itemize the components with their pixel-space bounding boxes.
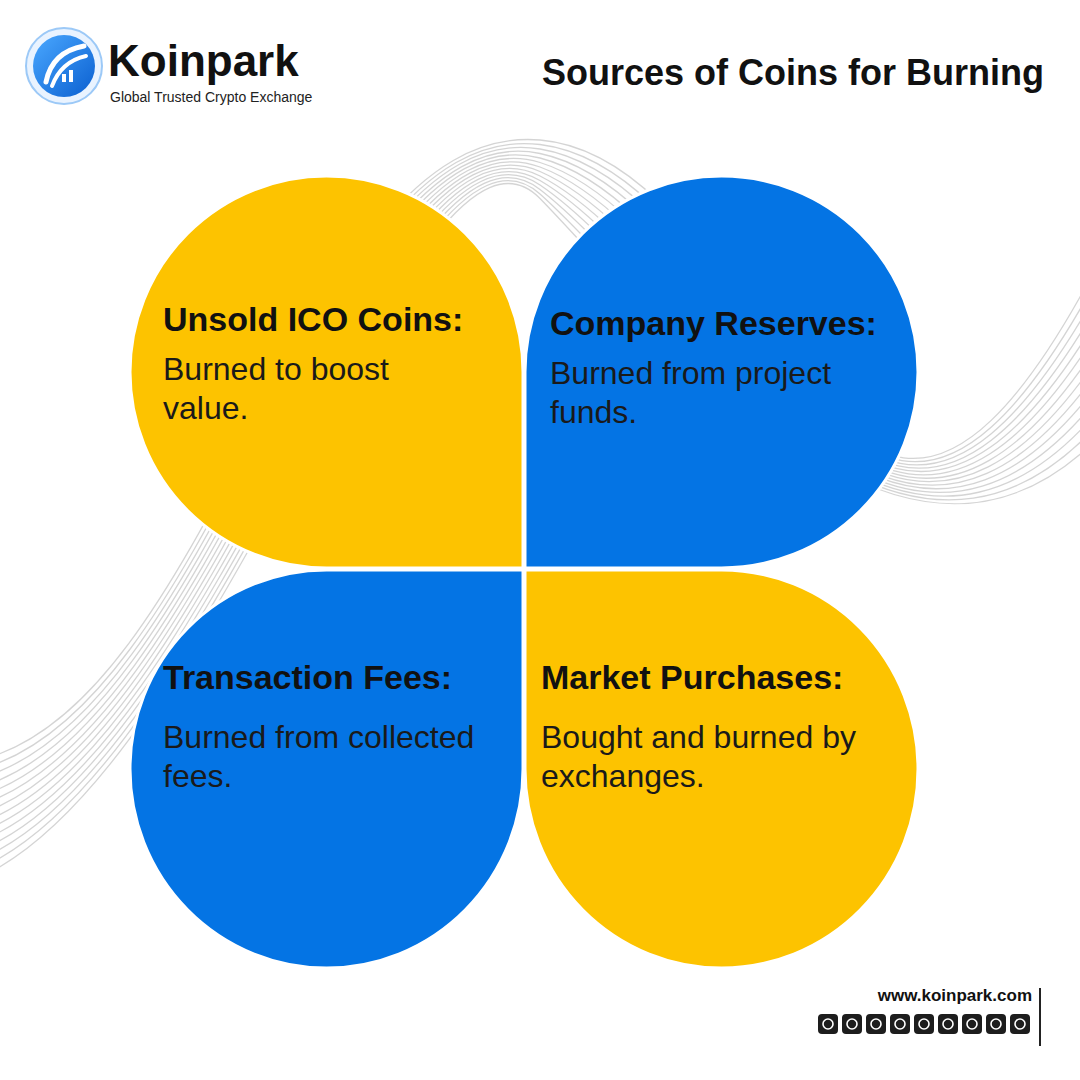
social-icon [866,1014,886,1034]
social-icon [842,1014,862,1034]
social-icon [962,1014,982,1034]
social-glyph [895,1019,905,1029]
social-glyph [1015,1019,1025,1029]
social-icon [890,1014,910,1034]
logo-icon [26,28,102,104]
petal-heading: Market Purchases: [541,658,843,697]
title: Sources of Coins for Burning [542,52,1044,94]
social-icon [938,1014,958,1034]
social-glyph [823,1019,833,1029]
petal-body: Bought and burned by exchanges. [541,718,903,796]
social-icon [986,1014,1006,1034]
social-icon [1010,1014,1030,1034]
social-glyph [871,1019,881,1029]
social-glyph [991,1019,1001,1029]
social-glyph [919,1019,929,1029]
petal-fill [130,570,523,968]
petal-body: Burned from collected fees. [163,718,513,796]
petal-heading: Unsold ICO Coins: [163,300,463,339]
petal-body: Burned from project funds. [550,354,872,432]
petal-shape: Unsold ICO Coins: Burned to boost value. [130,176,523,568]
website-url: www.koinpark.com [878,986,1032,1006]
social-glyph [943,1019,953,1029]
social-icon [818,1014,838,1034]
brand-name: Koinpark [108,36,299,86]
petal-heading: Company Reserves: [550,304,877,343]
petal-fill [525,176,918,568]
brand-tagline: Global Trusted Crypto Exchange [110,89,312,105]
divider-line [1039,988,1041,1046]
petal-shape: Transaction Fees: Burned from collected f… [130,570,523,968]
petal-shape: Company Reserves: Burned from project fun… [525,176,918,568]
petal-shape: Market Purchases: Bought and burned by ex… [525,570,918,968]
petal-body: Burned to boost value. [163,350,425,428]
social-icon [914,1014,934,1034]
petal-fill [130,176,523,568]
social-glyph [967,1019,977,1029]
social-icons [818,1014,1030,1034]
petal-fill [525,570,918,968]
petal-heading: Transaction Fees: [163,658,452,697]
social-glyph [847,1019,857,1029]
